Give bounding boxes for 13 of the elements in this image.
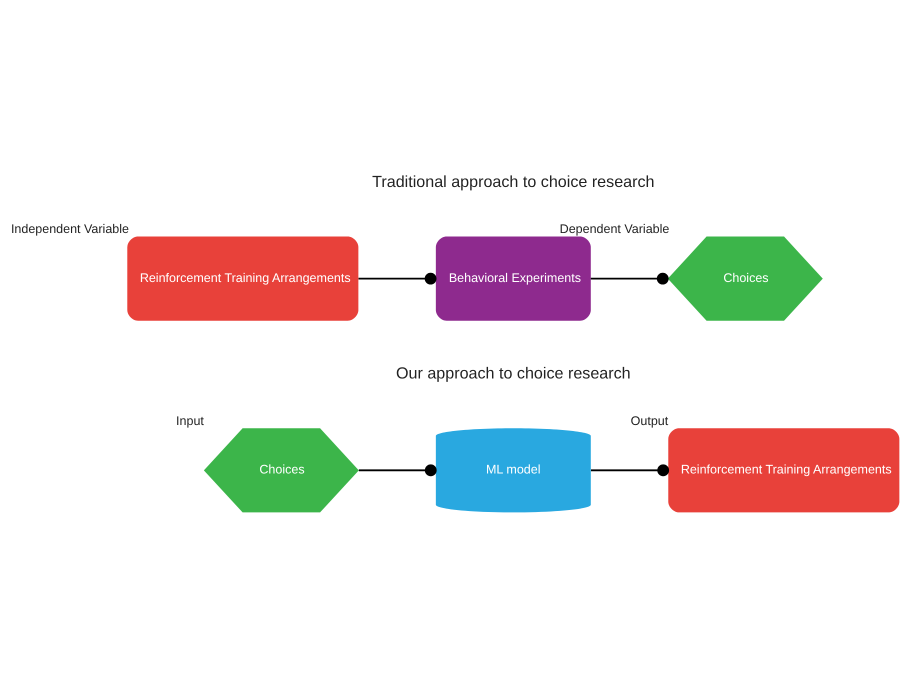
node-box: Behavioral Experiments xyxy=(436,236,591,321)
connector xyxy=(590,272,669,285)
node-label: Input xyxy=(176,414,204,428)
node-box: Reinforcement Training Arrangements xyxy=(668,428,900,512)
connector xyxy=(358,272,437,285)
label: Our approach to choice research xyxy=(396,364,631,382)
node-label: Dependent Variable xyxy=(560,222,670,236)
node-box: Reinforcement Training Arrangements xyxy=(127,236,358,321)
node-label: Independent Variable xyxy=(10,222,130,236)
connector xyxy=(590,464,670,476)
node-label: Output xyxy=(630,414,668,428)
label: Traditional approach to choice research xyxy=(372,172,655,191)
connector xyxy=(358,464,437,476)
